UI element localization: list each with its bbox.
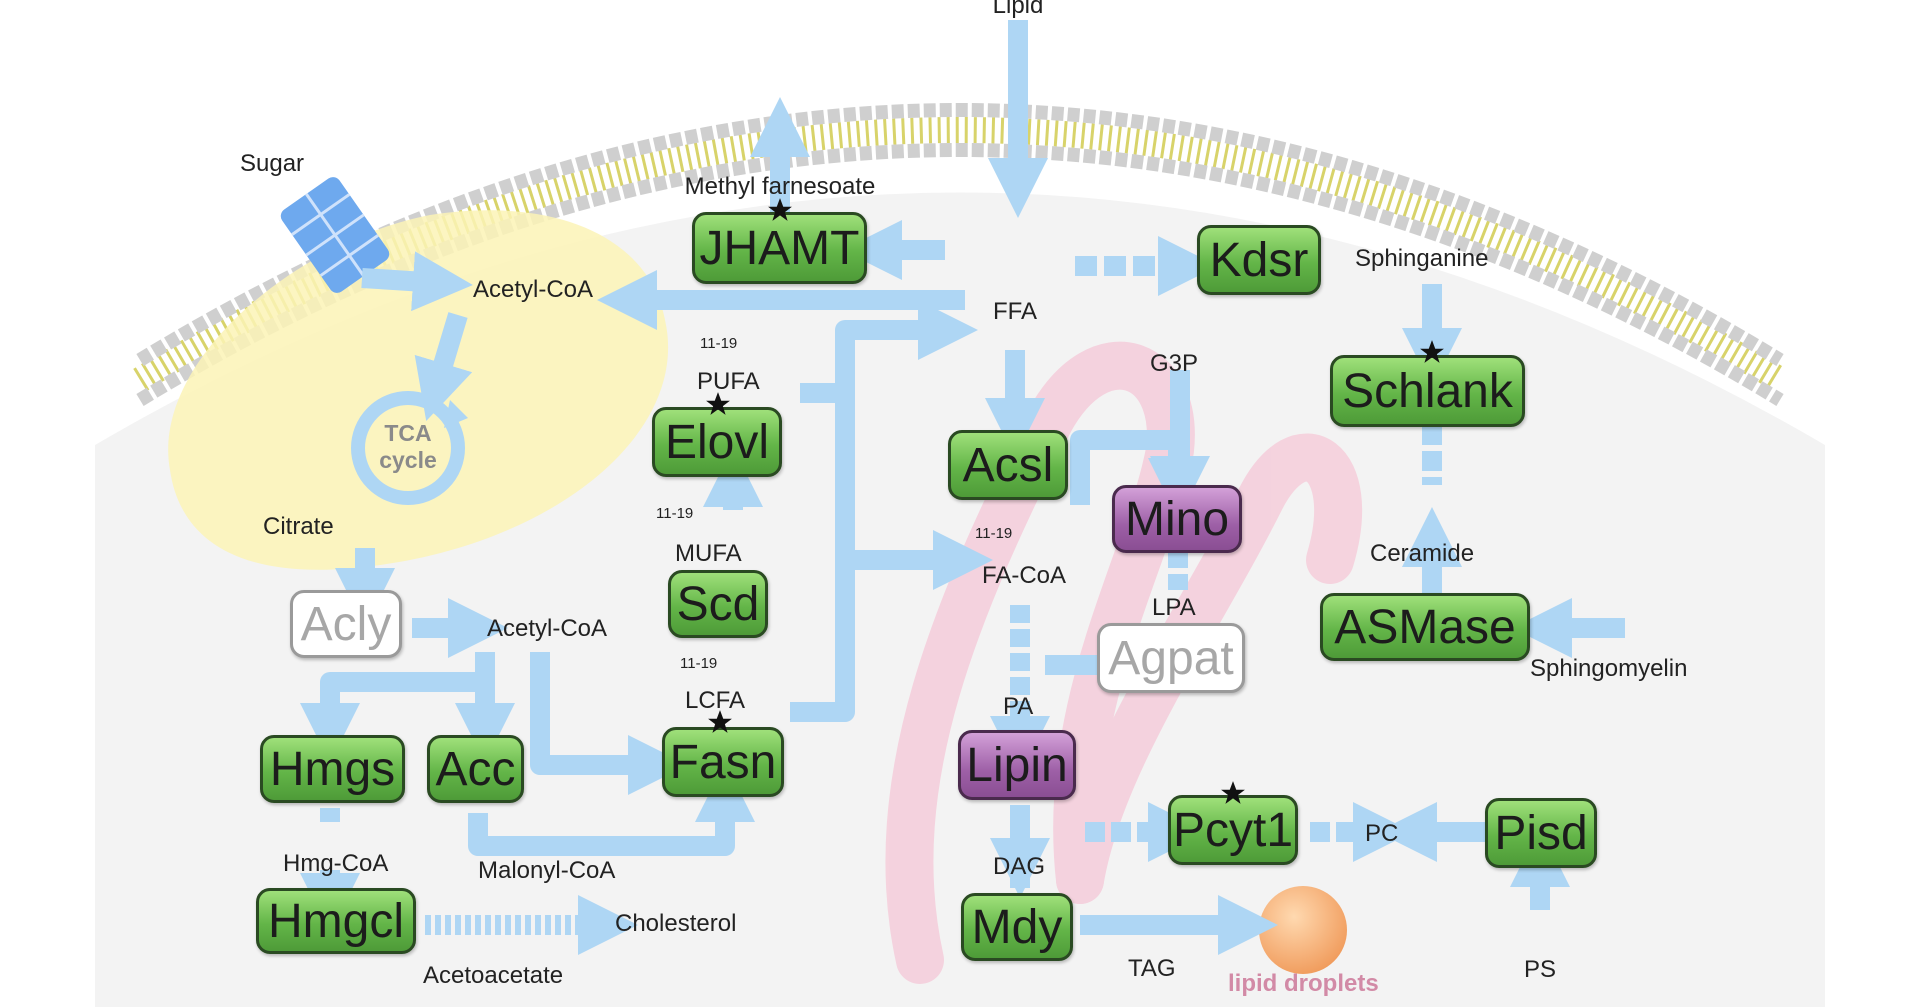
label-sphinganine: Sphinganine — [1355, 245, 1489, 272]
label-ceramide: Ceramide — [1370, 540, 1475, 567]
star-icon — [768, 198, 792, 221]
label-mufa-chain: 11-19 — [656, 505, 694, 522]
label-mufa: MUFA — [675, 540, 742, 567]
label-sphingomyelin: Sphingomyelin — [1530, 655, 1688, 682]
enzyme-scd[interactable]: Scd — [668, 570, 768, 638]
label-pc: PC — [1365, 820, 1399, 847]
label-lcfa: LCFA — [685, 687, 746, 714]
sugar-transporter-icon — [280, 177, 390, 293]
label-lpa: LPA — [1152, 594, 1196, 621]
label-lcfa-chain: 11-19 — [680, 655, 718, 672]
label-hmg-coa: Hmg-CoA — [283, 850, 389, 877]
label-citrate: Citrate — [263, 513, 334, 540]
enzyme-kdsr[interactable]: Kdsr — [1197, 225, 1321, 295]
enzyme-mino[interactable]: Mino — [1112, 485, 1242, 553]
label-pufa: PUFA — [697, 368, 760, 395]
enzyme-fasn[interactable]: Fasn — [662, 727, 784, 797]
star-icon — [706, 392, 730, 415]
pathway-arrows — [300, 20, 1625, 955]
label-lipid-droplets: lipid droplets — [1228, 970, 1379, 997]
star-icon — [1221, 781, 1245, 804]
label-pufa-chain: 11-19 — [700, 335, 738, 352]
enzyme-lipin[interactable]: Lipin — [958, 730, 1076, 800]
arrow-acetylcoa-to-tca — [414, 312, 473, 421]
label-tca-cycle: TCA cycle — [379, 420, 437, 474]
label-fa-coa: FA-CoA — [982, 562, 1067, 589]
arrow-sugar-to-acetylcoa — [361, 251, 473, 312]
label-cholesterol: Cholesterol — [615, 910, 737, 937]
enzyme-acc[interactable]: Acc — [427, 735, 524, 803]
label-ps: PS — [1524, 956, 1557, 983]
enzyme-pcyt1[interactable]: Pcyt1 — [1168, 795, 1298, 865]
enzyme-agpat[interactable]: Agpat — [1097, 623, 1245, 693]
label-ffa: FFA — [993, 298, 1038, 325]
label-lipid: Lipid — [992, 0, 1044, 19]
enzyme-hmgs[interactable]: Hmgs — [260, 735, 405, 803]
enzyme-acsl[interactable]: Acsl — [948, 430, 1068, 500]
enzyme-acly[interactable]: Acly — [290, 590, 402, 658]
enzyme-mdy[interactable]: Mdy — [961, 893, 1073, 961]
lipid-droplet-icon — [1259, 886, 1347, 974]
enzyme-schlank[interactable]: Schlank — [1330, 355, 1525, 427]
label-sugar: Sugar — [240, 150, 305, 177]
enzyme-pisd[interactable]: Pisd — [1485, 798, 1597, 868]
label-dag: DAG — [993, 853, 1046, 880]
label-fa-coa-chain: 11-19 — [975, 525, 1013, 542]
arrow-acetylcoa-to-hmgs — [300, 652, 495, 763]
label-acetyl-coa-top: Acetyl-CoA — [473, 276, 594, 303]
star-icon — [1420, 340, 1444, 363]
arrow-pufa-loop-to-facoa — [800, 383, 993, 590]
enzyme-elovl[interactable]: Elovl — [652, 407, 782, 477]
label-pa: PA — [1003, 693, 1034, 720]
label-malonyl-coa: Malonyl-CoA — [478, 857, 616, 884]
arrow-acetylcoa-to-fasn — [530, 652, 688, 795]
arrow-malonylcoa-to-fasn — [468, 762, 755, 856]
label-tca-line2: cycle — [379, 447, 437, 473]
star-icon — [708, 710, 732, 733]
label-tag: TAG — [1128, 955, 1176, 982]
label-acetoacetate: Acetoacetate — [423, 962, 564, 989]
label-acetyl-coa-mid: Acetyl-CoA — [487, 615, 608, 642]
label-g3p: G3P — [1150, 350, 1199, 377]
enzyme-hmgcl[interactable]: Hmgcl — [256, 888, 416, 954]
enzyme-asmase[interactable]: ASMase — [1320, 593, 1530, 661]
label-tca-line1: TCA — [384, 420, 432, 446]
label-methyl-farnesoate: Methyl farnesoate — [684, 173, 876, 200]
